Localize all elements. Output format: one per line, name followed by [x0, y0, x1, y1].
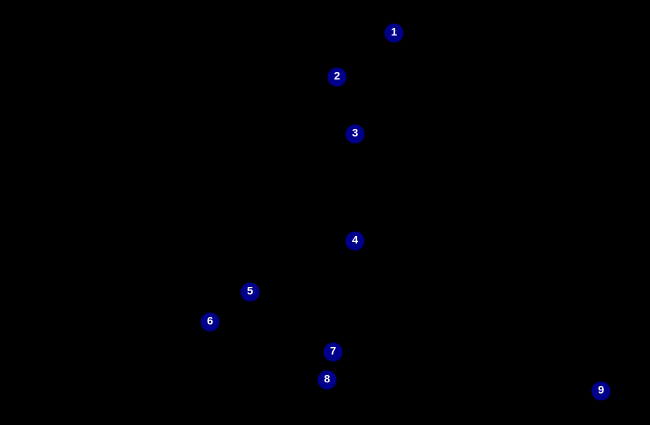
map-marker-1[interactable]: 1 — [384, 23, 404, 43]
map-marker-2[interactable]: 2 — [327, 67, 347, 87]
map-marker-8[interactable]: 8 — [317, 370, 337, 390]
map-marker-3[interactable]: 3 — [345, 124, 365, 144]
map-marker-4[interactable]: 4 — [345, 231, 365, 251]
map-marker-6[interactable]: 6 — [200, 312, 220, 332]
map-marker-7[interactable]: 7 — [323, 342, 343, 362]
map-marker-9[interactable]: 9 — [591, 381, 611, 401]
map-marker-5[interactable]: 5 — [240, 282, 260, 302]
